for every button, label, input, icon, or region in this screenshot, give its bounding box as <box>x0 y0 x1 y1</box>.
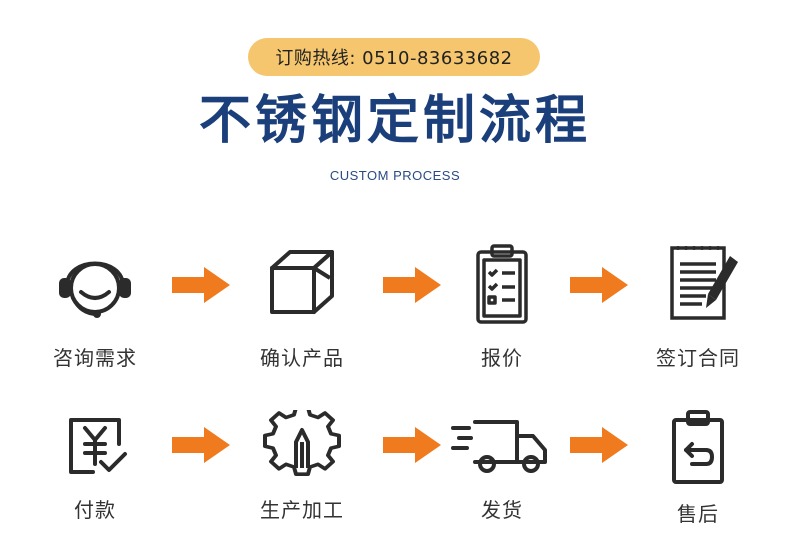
headset-icon <box>59 261 131 318</box>
step-label: 生产加工 <box>260 498 344 522</box>
return-clipboard-icon <box>672 410 724 484</box>
page-subtitle: CUSTOM PROCESS <box>329 168 461 183</box>
arrow-right-icon <box>570 267 628 303</box>
step-label: 发货 <box>481 498 523 522</box>
step-label: 签订合同 <box>656 346 740 370</box>
step-label: 确认产品 <box>260 346 344 370</box>
step-quote: 报价 <box>432 238 572 371</box>
arrow-right-icon <box>570 427 628 463</box>
step-sign-contract: 签订合同 <box>628 238 768 371</box>
step-label: 付款 <box>74 498 116 522</box>
step-label: 报价 <box>481 346 523 370</box>
clipboard-checklist-icon <box>476 244 528 324</box>
arrow-right-icon <box>383 267 441 303</box>
step-label: 售后 <box>677 502 719 526</box>
arrow-right-icon <box>383 427 441 463</box>
hotline-badge: 订购热线: 0510-83633682 <box>248 38 540 76</box>
truck-icon <box>451 420 547 473</box>
step-shipping: 发货 <box>432 410 572 523</box>
arrow-right-icon <box>172 267 230 303</box>
step-payment: 付款 <box>25 410 165 523</box>
yuan-receipt-icon <box>69 418 127 474</box>
hotline-text: 订购热线: 0510-83633682 <box>275 48 513 69</box>
step-after-sales: 售后 <box>628 410 768 527</box>
gear-icon <box>263 410 341 477</box>
page-title: 不锈钢定制流程 <box>198 91 591 151</box>
box-icon <box>270 250 334 314</box>
notepad-pen-icon <box>670 246 738 320</box>
step-production: 生产加工 <box>232 410 372 523</box>
step-consult: 咨询需求 <box>25 238 165 371</box>
step-confirm-product: 确认产品 <box>232 238 372 371</box>
step-label: 咨询需求 <box>53 346 137 370</box>
arrow-right-icon <box>172 427 230 463</box>
